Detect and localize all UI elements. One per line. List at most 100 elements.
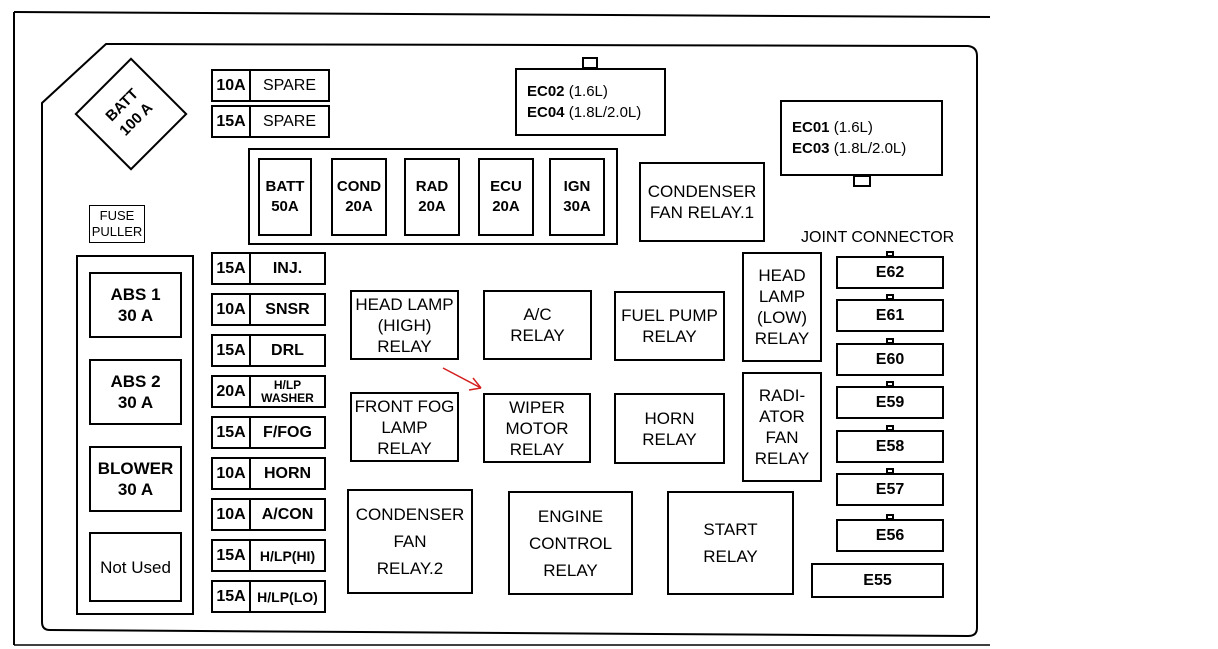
ec04-line: EC04 (1.8L/2.0L) <box>527 102 664 123</box>
not-used-slot: Not Used <box>89 532 182 602</box>
ec02-spec: (1.6L) <box>564 83 608 100</box>
maxi-fuse-group <box>248 148 618 245</box>
head-lamp-high-relay-label: HEAD LAMP (HIGH) RELAY <box>355 294 454 356</box>
condenser-fan-relay-1: CONDENSER FAN RELAY.1 <box>639 162 765 242</box>
fuse-hlp-hi-name: H/LP(HI) <box>259 547 316 564</box>
spare-fuse-2-name: SPARE <box>262 112 317 130</box>
maxi-fuse-ecu: ECU 20A <box>478 158 534 236</box>
joint-connector-title: JOINT CONNECTOR <box>801 229 955 246</box>
fuse-ffog-name: F/FOG <box>263 423 312 441</box>
radiator-fan-relay: RADI- ATOR FAN RELAY <box>742 372 822 482</box>
fuse-hlp-washer-name: H/LP WASHER <box>261 377 314 405</box>
front-fog-lamp-relay-label: FRONT FOG LAMP RELAY <box>354 396 455 458</box>
joint-connector-e58: E58 <box>836 430 944 463</box>
fuse-inj-name: INJ. <box>272 259 303 277</box>
not-used-label: Not Used <box>100 557 171 577</box>
fuse-box-body <box>41 42 978 638</box>
maxi-fuse-rad: RAD 20A <box>404 158 460 236</box>
fuse-horn-name: HORN <box>263 464 312 482</box>
maxi-fuse-cond: COND 20A <box>331 158 387 236</box>
fuse-hlp-washer-amp: 20A <box>213 377 251 406</box>
condenser-fan-relay-1-label: CONDENSER FAN RELAY.1 <box>647 182 757 222</box>
blower-fuse: BLOWER 30 A <box>89 446 182 512</box>
fuel-pump-relay: FUEL PUMP RELAY <box>614 291 725 361</box>
abs2-fuse: ABS 2 30 A <box>89 359 182 425</box>
fuse-hlp-lo-name: H/LP(LO) <box>257 588 318 605</box>
ec03-line: EC03 (1.8L/2.0L) <box>792 138 941 159</box>
start-relay: START RELAY <box>667 491 794 595</box>
fuse-snsr: 10A SNSR <box>211 293 326 326</box>
abs1-label: ABS 1 30 A <box>110 285 161 325</box>
ac-relay: A/C RELAY <box>483 290 592 360</box>
ec01-spec: (1.6L) <box>829 119 873 136</box>
abs2-label: ABS 2 30 A <box>110 372 161 412</box>
fuse-hlp-washer: 20A H/LP WASHER <box>211 375 326 408</box>
fuse-snsr-name: SNSR <box>265 300 310 318</box>
joint-connector-e62: E62 <box>836 256 944 289</box>
blower-label: BLOWER 30 A <box>97 459 174 499</box>
fuse-horn: 10A HORN <box>211 457 326 490</box>
fuse-puller: FUSE PULLER <box>89 205 145 243</box>
fuse-hlp-lo: 15A H/LP(LO) <box>211 580 326 613</box>
ec02-ec04-connector: EC02 (1.6L) EC04 (1.8L/2.0L) <box>515 68 666 136</box>
front-fog-lamp-relay: FRONT FOG LAMP RELAY <box>350 392 459 462</box>
ec02-code: EC02 <box>527 83 565 100</box>
condenser-fan-relay-2-label: CONDENSER FAN RELAY.2 <box>355 505 465 578</box>
ec02-line: EC02 (1.6L) <box>527 81 664 102</box>
pointer-arrow-head <box>468 377 482 391</box>
engine-control-relay: ENGINE CONTROL RELAY <box>508 491 633 595</box>
fuse-inj: 15A INJ. <box>211 252 326 285</box>
fuse-acon-name: A/CON <box>261 505 314 523</box>
wiper-motor-relay: WIPER MOTOR RELAY <box>483 393 591 463</box>
joint-connector-e55: E55 <box>811 563 944 598</box>
joint-connector-e59: E59 <box>836 386 944 419</box>
spare-fuse-1-name: SPARE <box>262 76 317 94</box>
ec03-code: EC03 <box>792 140 830 157</box>
fuse-drl-amp: 15A <box>213 336 251 365</box>
joint-connector-e57: E57 <box>836 473 944 506</box>
fuse-inj-amp: 15A <box>213 254 251 283</box>
fuse-drl: 15A DRL <box>211 334 326 367</box>
joint-connector-e60: E60 <box>836 343 944 376</box>
ec01-code: EC01 <box>792 119 830 136</box>
joint-connector-e56: E56 <box>836 519 944 552</box>
head-lamp-low-relay-label: HEAD LAMP (LOW) RELAY <box>754 266 810 348</box>
wiper-motor-relay-label: WIPER MOTOR RELAY <box>505 397 569 459</box>
start-relay-label: START RELAY <box>703 520 758 566</box>
ac-relay-label: A/C RELAY <box>510 305 565 345</box>
fuse-snsr-amp: 10A <box>213 295 251 324</box>
horn-relay-label: HORN RELAY <box>642 408 697 449</box>
fuse-hlp-hi: 15A H/LP(HI) <box>211 539 326 572</box>
ec04-spec: (1.8L/2.0L) <box>564 104 642 121</box>
fuel-pump-relay-label: FUEL PUMP RELAY <box>621 306 718 346</box>
condenser-fan-relay-2: CONDENSER FAN RELAY.2 <box>347 489 473 594</box>
fuse-acon: 10A A/CON <box>211 498 326 531</box>
engine-control-relay-label: ENGINE CONTROL RELAY <box>528 506 613 580</box>
radiator-fan-relay-label: RADI- ATOR FAN RELAY <box>754 386 810 468</box>
fuse-horn-amp: 10A <box>213 459 251 488</box>
outer-top-line <box>13 11 991 18</box>
maxi-fuse-batt: BATT 50A <box>258 158 312 236</box>
fuse-ffog: 15A F/FOG <box>211 416 326 449</box>
head-lamp-low-relay: HEAD LAMP (LOW) RELAY <box>742 252 822 362</box>
ec-right-tab <box>853 175 871 187</box>
fuse-hlp-lo-amp: 15A <box>213 582 251 611</box>
left-fuse-block <box>76 255 194 615</box>
fuse-acon-amp: 10A <box>213 500 251 529</box>
abs1-fuse: ABS 1 30 A <box>89 272 182 338</box>
ec01-ec03-connector: EC01 (1.6L) EC03 (1.8L/2.0L) <box>780 100 943 176</box>
fuse-drl-name: DRL <box>271 341 304 359</box>
spare-fuse-1: 10A SPARE <box>211 69 330 102</box>
spare-fuse-2-amp: 15A <box>213 107 251 136</box>
fuse-ffog-amp: 15A <box>213 418 251 447</box>
joint-connector-e61: E61 <box>836 299 944 332</box>
ec01-line: EC01 (1.6L) <box>792 117 941 138</box>
pointer-arrow-shaft <box>442 367 482 389</box>
spare-fuse-1-amp: 10A <box>213 71 251 100</box>
spare-fuse-2: 15A SPARE <box>211 105 330 138</box>
horn-relay: HORN RELAY <box>614 393 725 464</box>
ec03-spec: (1.8L/2.0L) <box>829 140 907 157</box>
maxi-fuse-ign: IGN 30A <box>549 158 605 236</box>
head-lamp-high-relay: HEAD LAMP (HIGH) RELAY <box>350 290 459 360</box>
